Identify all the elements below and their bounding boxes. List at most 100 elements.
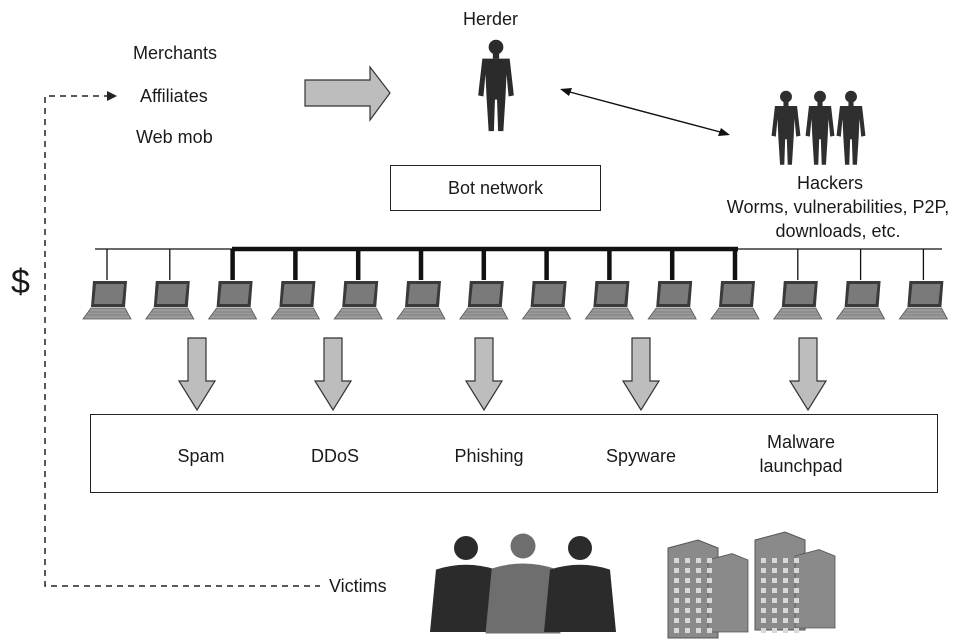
building-window	[674, 588, 679, 593]
money-symbol: $	[11, 263, 30, 301]
building-window	[696, 598, 701, 603]
building-window	[772, 588, 777, 593]
hackers-figure	[771, 90, 866, 165]
building-window	[685, 598, 690, 603]
output-phishing: Phishing	[454, 446, 524, 466]
building-window	[772, 608, 777, 613]
building-window	[794, 568, 799, 573]
building-window	[685, 608, 690, 613]
down-arrow	[313, 337, 353, 412]
output-spam: Spam	[177, 446, 225, 466]
bot-laptop	[647, 280, 697, 320]
building-window	[794, 628, 799, 633]
activities-box: Spam DDoS Phishing Spyware Malware launc…	[90, 414, 938, 493]
building-window	[772, 578, 777, 583]
building-window	[783, 608, 788, 613]
bot-laptop	[459, 280, 509, 320]
output-malware: Malware	[766, 432, 836, 452]
laptop	[836, 280, 885, 320]
money-flow-line	[44, 95, 320, 587]
building-window	[772, 618, 777, 623]
building-window	[685, 558, 690, 563]
output-arrows	[177, 337, 828, 412]
building-window	[685, 618, 690, 623]
bot-laptop	[585, 280, 634, 320]
building-window	[707, 558, 712, 563]
building-window	[674, 578, 679, 583]
merchants-label: Merchants	[133, 43, 218, 63]
building-window	[674, 568, 679, 573]
building-window	[674, 558, 679, 563]
bot-laptop	[270, 280, 320, 320]
building-window	[707, 578, 712, 583]
down-arrow	[788, 337, 828, 412]
victim-buildings	[667, 531, 836, 639]
command-arrow	[304, 65, 391, 122]
laptop	[82, 280, 132, 320]
building-window	[674, 628, 679, 633]
output-ddos: DDoS	[310, 446, 359, 466]
building-window	[685, 578, 690, 583]
money-flow-arrowhead	[107, 91, 117, 101]
building-window	[696, 588, 701, 593]
hackers-label: Hackers	[796, 173, 863, 193]
laptop	[145, 280, 195, 320]
victim-people	[430, 533, 616, 634]
building-window	[761, 618, 766, 623]
building-window	[696, 618, 701, 623]
building-window	[696, 628, 701, 633]
laptop	[773, 280, 823, 320]
building-window	[794, 598, 799, 603]
bot-laptop	[208, 280, 258, 320]
building-window	[707, 588, 712, 593]
building-window	[794, 558, 799, 563]
building-window	[772, 558, 777, 563]
building-window	[707, 628, 712, 633]
building-window	[761, 598, 766, 603]
building-window	[794, 608, 799, 613]
building-window	[696, 558, 701, 563]
building-window	[685, 588, 690, 593]
building-window	[772, 568, 777, 573]
building-window	[783, 588, 788, 593]
bot-network-box: Bot network	[390, 165, 601, 211]
building-window	[794, 578, 799, 583]
building-window	[794, 588, 799, 593]
web-mob-label: Web mob	[136, 127, 213, 147]
output-spyware: Spyware	[605, 446, 677, 466]
building-window	[696, 608, 701, 613]
bot-laptop	[710, 280, 760, 320]
down-arrow	[621, 337, 661, 412]
building-window	[783, 558, 788, 563]
building-window	[674, 608, 679, 613]
down-arrow	[177, 337, 217, 412]
computers	[82, 249, 948, 320]
hackers-detail-2: downloads, etc.	[775, 221, 901, 241]
building-window	[783, 568, 788, 573]
laptop	[899, 280, 948, 320]
hackers-detail-1: Worms, vulnerabilities, P2P,	[726, 197, 950, 217]
victims-label: Victims	[329, 576, 387, 596]
building-window	[783, 628, 788, 633]
bot-laptop	[333, 280, 383, 320]
building-window	[794, 618, 799, 623]
building-window	[783, 618, 788, 623]
building-window	[685, 628, 690, 633]
building-window	[696, 568, 701, 573]
bot-laptop	[522, 280, 571, 320]
building-window	[707, 598, 712, 603]
building-window	[707, 568, 712, 573]
building-window	[761, 558, 766, 563]
building-window	[674, 598, 679, 603]
building-window	[696, 578, 701, 583]
bot-network-label: Bot network	[447, 178, 544, 198]
building-window	[685, 568, 690, 573]
affiliates-label: Affiliates	[140, 86, 208, 106]
building-window	[707, 618, 712, 623]
herder-figure	[478, 39, 514, 132]
building-window	[761, 588, 766, 593]
building-window	[761, 578, 766, 583]
building-window	[761, 628, 766, 633]
